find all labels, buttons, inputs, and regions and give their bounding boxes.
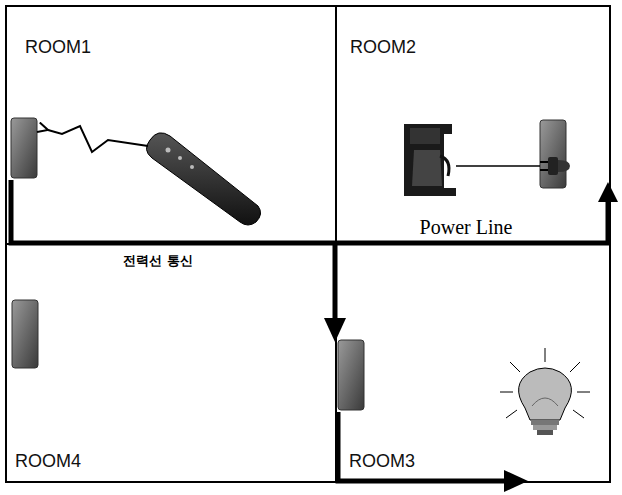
plug: [540, 157, 570, 175]
arrowhead: [324, 182, 618, 492]
wall-outlet: [540, 120, 566, 188]
power-cord: [456, 165, 540, 167]
room-box: ROOM4: [5, 243, 337, 483]
line-label: Power Line: [420, 216, 513, 239]
coffee-maker: [404, 124, 456, 196]
room-label: ROOM2: [350, 37, 416, 58]
power-line-path: [11, 180, 608, 481]
room-label: ROOM4: [15, 451, 81, 472]
wall-outlet: [338, 340, 364, 410]
line-label: 전력선 통신: [123, 252, 193, 270]
ir-signal: [48, 126, 148, 152]
room-box: ROOM2: [335, 5, 611, 245]
light-bulb: [500, 348, 590, 435]
room-box: ROOM3: [335, 243, 611, 483]
room-label: ROOM3: [349, 451, 415, 472]
room-box: ROOM1: [5, 5, 337, 245]
room-label: ROOM1: [25, 37, 91, 58]
wall-outlet: [12, 300, 38, 368]
wall-outlet: [11, 118, 37, 178]
remote-control: [146, 133, 260, 225]
